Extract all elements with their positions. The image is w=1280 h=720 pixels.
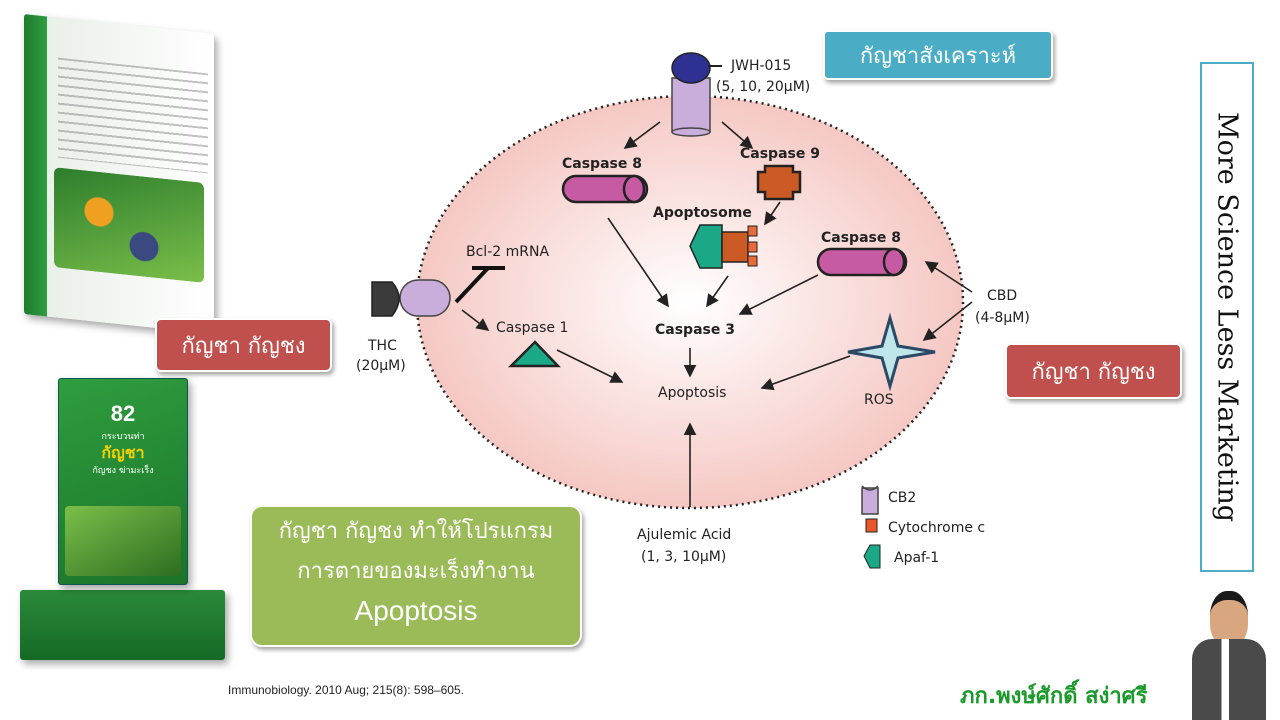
ajulemic-label: Ajulemic Acid bbox=[637, 527, 732, 543]
cell-membrane bbox=[415, 94, 965, 510]
ros-label: ROS bbox=[864, 392, 894, 408]
caspase8-top-shape bbox=[561, 174, 649, 204]
caspase1-shape bbox=[507, 340, 561, 368]
caspase8-right-label: Caspase 8 bbox=[821, 230, 901, 246]
caspase9-shape bbox=[756, 164, 802, 201]
legend-cb2-label: CB2 bbox=[888, 490, 917, 506]
apoptosome-shape bbox=[689, 224, 758, 269]
presenter-name: ภก.พงษ์ศักดิ์ สง่าศรี bbox=[960, 684, 1148, 709]
jwh-label: JWH-015 bbox=[731, 58, 792, 74]
book-number: 82 bbox=[110, 401, 136, 426]
presenter-body bbox=[1192, 639, 1266, 720]
thc-dose-label: (20μM) bbox=[356, 358, 406, 374]
pathway-arrows bbox=[461, 121, 973, 507]
thc-label: THC bbox=[368, 338, 397, 354]
book-tagline: กัญชง ฆ่ามะเร็ง bbox=[92, 466, 154, 476]
presenter-photo bbox=[1188, 585, 1268, 720]
bcl2-label: Bcl-2 mRNA bbox=[466, 244, 550, 260]
cbd-dose-label: (4-8μM) bbox=[975, 310, 1030, 326]
ros-shape bbox=[847, 312, 936, 392]
apoptosome-label: Apoptosome bbox=[653, 205, 752, 221]
jwh-dose-label: (5, 10, 20μM) bbox=[716, 79, 811, 95]
bcl2-inhibit-line bbox=[454, 266, 490, 304]
presenter-head bbox=[1210, 591, 1248, 646]
caspase1-label: Caspase 1 bbox=[496, 320, 569, 336]
citation: Immunobiology. 2010 Aug; 215(8): 598–605… bbox=[228, 683, 464, 697]
legend-cb2-shape bbox=[861, 485, 879, 515]
summary-line-3: Apoptosis bbox=[354, 595, 478, 626]
cannabis-badge-right: กัญชา กัญชง bbox=[1005, 343, 1182, 399]
summary-box: กัญชา กัญชง ทำให้โปรแกรม การตายของมะเร็ง… bbox=[250, 505, 582, 647]
legend-cytochrome-label: Cytochrome c bbox=[888, 520, 986, 536]
apoptosis-label: Apoptosis bbox=[658, 385, 727, 401]
cbd-label: CBD bbox=[987, 288, 1018, 304]
legend-cytochrome-shape bbox=[865, 518, 878, 533]
legend-apaf-label: Apaf-1 bbox=[894, 550, 940, 566]
jwh-receptor bbox=[671, 52, 722, 137]
cannabis-badge-left: กัญชา กัญชง bbox=[155, 318, 332, 372]
ajulemic-dose-label: (1, 3, 10μM) bbox=[641, 549, 727, 565]
synthetic-cannabis-badge: กัญชาสังเคราะห์ bbox=[823, 30, 1053, 80]
summary-line-2: การตายของมะเร็งทำงาน bbox=[297, 559, 535, 584]
caspase8-right-shape bbox=[816, 247, 908, 277]
caspase3-label: Caspase 3 bbox=[655, 322, 735, 338]
book-cover-leaves bbox=[65, 506, 181, 576]
caspase9-label: Caspase 9 bbox=[740, 146, 820, 162]
book-cover-bottom: 82 กระบวนท่า กัญชา กัญชง ฆ่ามะเร็ง bbox=[58, 378, 188, 585]
book-title: กัญชา bbox=[101, 443, 145, 462]
book-subtitle: กระบวนท่า bbox=[101, 432, 145, 442]
caspase8-top-label: Caspase 8 bbox=[562, 156, 642, 172]
summary-line-1: กัญชา กัญชง ทำให้โปรแกรม bbox=[278, 519, 554, 544]
side-title-box: More Science Less Marketing bbox=[1200, 62, 1254, 572]
thc-receptor bbox=[371, 279, 451, 317]
book-stack bbox=[20, 590, 225, 660]
legend-apaf-shape bbox=[863, 544, 881, 569]
